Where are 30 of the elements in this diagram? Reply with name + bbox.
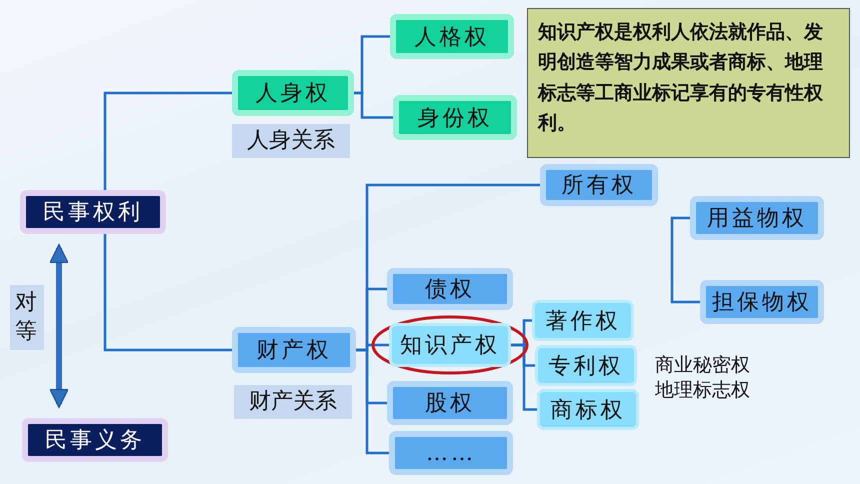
connector-line <box>354 92 393 119</box>
category-box: 知识产权 <box>389 323 511 367</box>
category-box: 身份权 <box>393 95 517 140</box>
category-box: 财产权 <box>232 327 356 373</box>
relation-label: 财产关系 <box>234 385 352 419</box>
connector-line <box>356 348 389 454</box>
category-box: 人身权 <box>232 70 354 116</box>
category-box: 担保物权 <box>700 280 824 324</box>
category-box: 所有权 <box>540 164 658 206</box>
connector-line <box>511 344 537 411</box>
connector-line <box>104 92 232 190</box>
category-box: 债权 <box>387 268 513 310</box>
rights-box: 民事权利 <box>20 190 166 234</box>
category-box: 股权 <box>387 381 513 425</box>
connector-line <box>104 234 232 352</box>
category-box: 商标权 <box>537 389 639 430</box>
double-arrow <box>49 244 69 408</box>
category-box: 专利权 <box>535 345 637 386</box>
definition-box: 知识产权是权利人依法就作品、发明创造等智力成果或者商标、地理标志等工商业标记享有的专有性权利。 <box>527 8 850 158</box>
note-label: 地理标志权 <box>655 378 750 403</box>
category-box: 用益物权 <box>690 196 824 240</box>
relation-label: 人身关系 <box>232 124 350 158</box>
connector-line <box>670 216 690 258</box>
edge-label: 对等 <box>10 285 44 350</box>
category-box: …… <box>389 431 513 475</box>
note-label: 商业秘密权 <box>655 353 750 378</box>
category-box: 著作权 <box>532 300 634 341</box>
connector-line <box>670 258 700 304</box>
category-box: 人格权 <box>390 14 514 59</box>
rights-box: 民事义务 <box>22 418 168 462</box>
